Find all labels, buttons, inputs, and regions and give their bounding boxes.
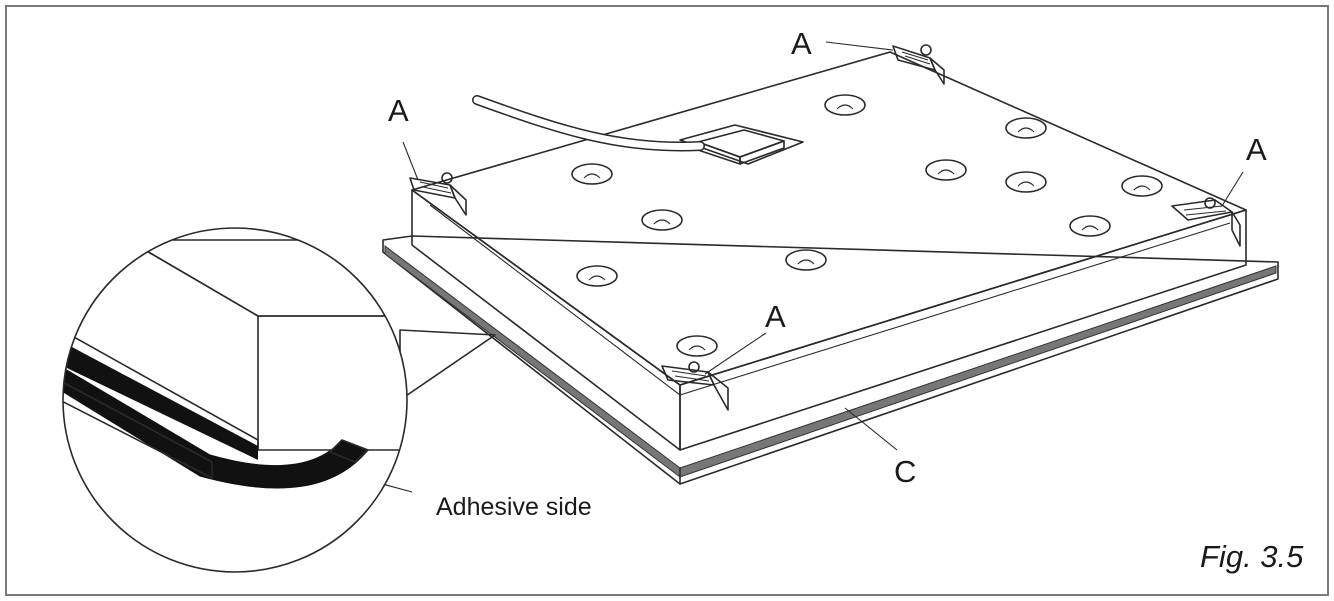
- magnified-detail: [62, 227, 408, 573]
- callout-a-left: A: [388, 93, 409, 128]
- figure-caption: Fig. 3.5: [1200, 539, 1304, 574]
- callout-a-right: A: [1246, 132, 1267, 167]
- fixing-clip-left: [409, 172, 467, 216]
- fixing-clip-bottom: [661, 361, 729, 411]
- hob-assembly: [382, 44, 1279, 485]
- rubber-feet: [571, 94, 1163, 357]
- fixing-clip-right: [1171, 197, 1241, 247]
- callout-a-top: A: [791, 26, 812, 61]
- fixing-clip-top: [892, 44, 945, 85]
- adhesive-side-label: Adhesive side: [436, 493, 592, 521]
- callout-c-seal: C: [894, 454, 916, 489]
- hob-right-side: [679, 209, 1247, 451]
- callout-a-bottom: A: [765, 299, 786, 334]
